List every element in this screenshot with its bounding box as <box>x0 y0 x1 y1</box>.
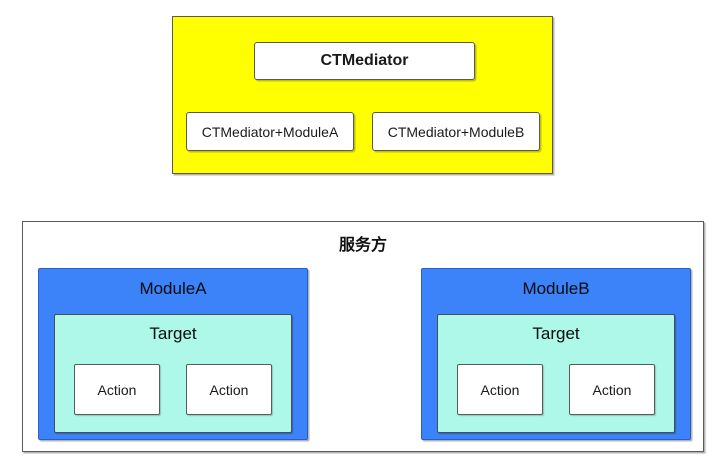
module-a-action-2-box: Action <box>186 364 272 415</box>
module-b-label: ModuleB <box>522 279 590 298</box>
ctmediator-modulea-box: CTMediator+ModuleA <box>186 112 354 151</box>
module-a-target-box: Target Action Action <box>54 314 292 433</box>
module-b-target-box: Target Action Action <box>437 314 675 433</box>
module-a-box: ModuleA Target Action Action <box>38 268 308 440</box>
module-b-action-1-box: Action <box>457 364 543 415</box>
ctmediator-box: CTMediator <box>254 42 475 80</box>
module-a-label: ModuleA <box>139 279 207 298</box>
module-b-box: ModuleB Target Action Action <box>421 268 691 440</box>
ctmediator-container: CTMediator CTMediator+ModuleA CTMediator… <box>172 16 553 174</box>
module-a-action-1-box: Action <box>74 364 160 415</box>
module-a-target-label: Target <box>149 324 197 343</box>
ctmediator-moduleb-box: CTMediator+ModuleB <box>372 112 540 151</box>
service-provider-container: 服务方 ModuleA Target Action Action ModuleB… <box>22 221 704 452</box>
service-provider-title: 服务方 <box>338 237 387 254</box>
module-b-action-2-box: Action <box>569 364 655 415</box>
module-b-target-label: Target <box>532 324 580 343</box>
